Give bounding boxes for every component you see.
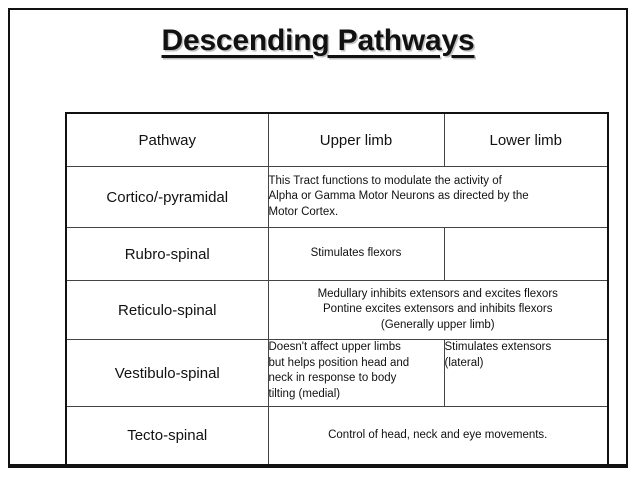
table-row: Cortico/-pyramidal This Tract functions … [65,166,609,228]
detail-line: neck in response to body [268,372,397,385]
table-row: Rubro-spinal Stimulates flexors [65,227,609,281]
detail-line: Doesn't affect upper limbs [268,341,401,353]
pathway-name-reticulo-spinal: Reticulo-spinal [65,280,269,340]
column-header-upper-limb: Upper limb [267,112,445,167]
pathway-upper-limb-rubro-spinal: Stimulates flexors [267,227,445,281]
detail-line: but helps position head and [268,356,410,369]
table-row: Reticulo-spinal Medullary inhibits exten… [65,280,609,340]
pathway-detail-cortico-pyramidal: This Tract functions to modulate the act… [267,166,609,228]
pathways-table-container: Pathway Upper limb Lower limb Cortico/-p… [65,112,609,466]
slide-footer-divider [10,464,626,466]
detail-line: Alpha or Gamma Motor Neurons as directed… [268,190,529,203]
detail-line: Medullary inhibits extensors and excites… [317,287,558,300]
pathway-detail-reticulo-spinal: Medullary inhibits extensors and excites… [267,280,609,340]
pathway-name-tecto-spinal: Tecto-spinal [65,406,269,466]
page-title: Descending Pathways [161,24,475,57]
slide-canvas: Descending Pathways Pathway Upper limb L… [8,8,628,468]
detail-line: Control of head, neck and eye movements. [328,428,548,441]
table-row: Vestibulo-spinal Doesn't affect upper li… [65,339,609,407]
detail-line: Motor Cortex. [268,205,339,218]
column-header-pathway: Pathway [65,112,269,167]
table-row: Tecto-spinal Control of head, neck and e… [65,406,609,466]
pathway-name-cortico-pyramidal: Cortico/-pyramidal [65,166,269,228]
column-header-lower-limb: Lower limb [443,112,609,167]
detail-line: Pontine excites extensors and inhibits f… [323,303,553,316]
detail-line: tilting (medial) [268,387,341,400]
table-header-row: Pathway Upper limb Lower limb [65,112,609,167]
pathway-name-rubro-spinal: Rubro-spinal [65,227,269,281]
pathway-lower-limb-rubro-spinal [443,227,609,281]
detail-line: Stimulates extensors [444,341,552,353]
descending-pathways-table: Pathway Upper limb Lower limb Cortico/-p… [65,112,609,466]
detail-line: (Generally upper limb) [380,318,495,331]
detail-line: Stimulates flexors [310,247,402,260]
pathway-lower-limb-vestibulo-spinal: Stimulates extensors (lateral) [443,339,609,407]
pathway-detail-tecto-spinal: Control of head, neck and eye movements. [267,406,609,466]
detail-line: This Tract functions to modulate the act… [268,174,502,187]
detail-line: (lateral) [444,356,484,369]
pathway-name-vestibulo-spinal: Vestibulo-spinal [65,339,269,407]
pathway-upper-limb-vestibulo-spinal: Doesn't affect upper limbs but helps pos… [267,339,445,407]
